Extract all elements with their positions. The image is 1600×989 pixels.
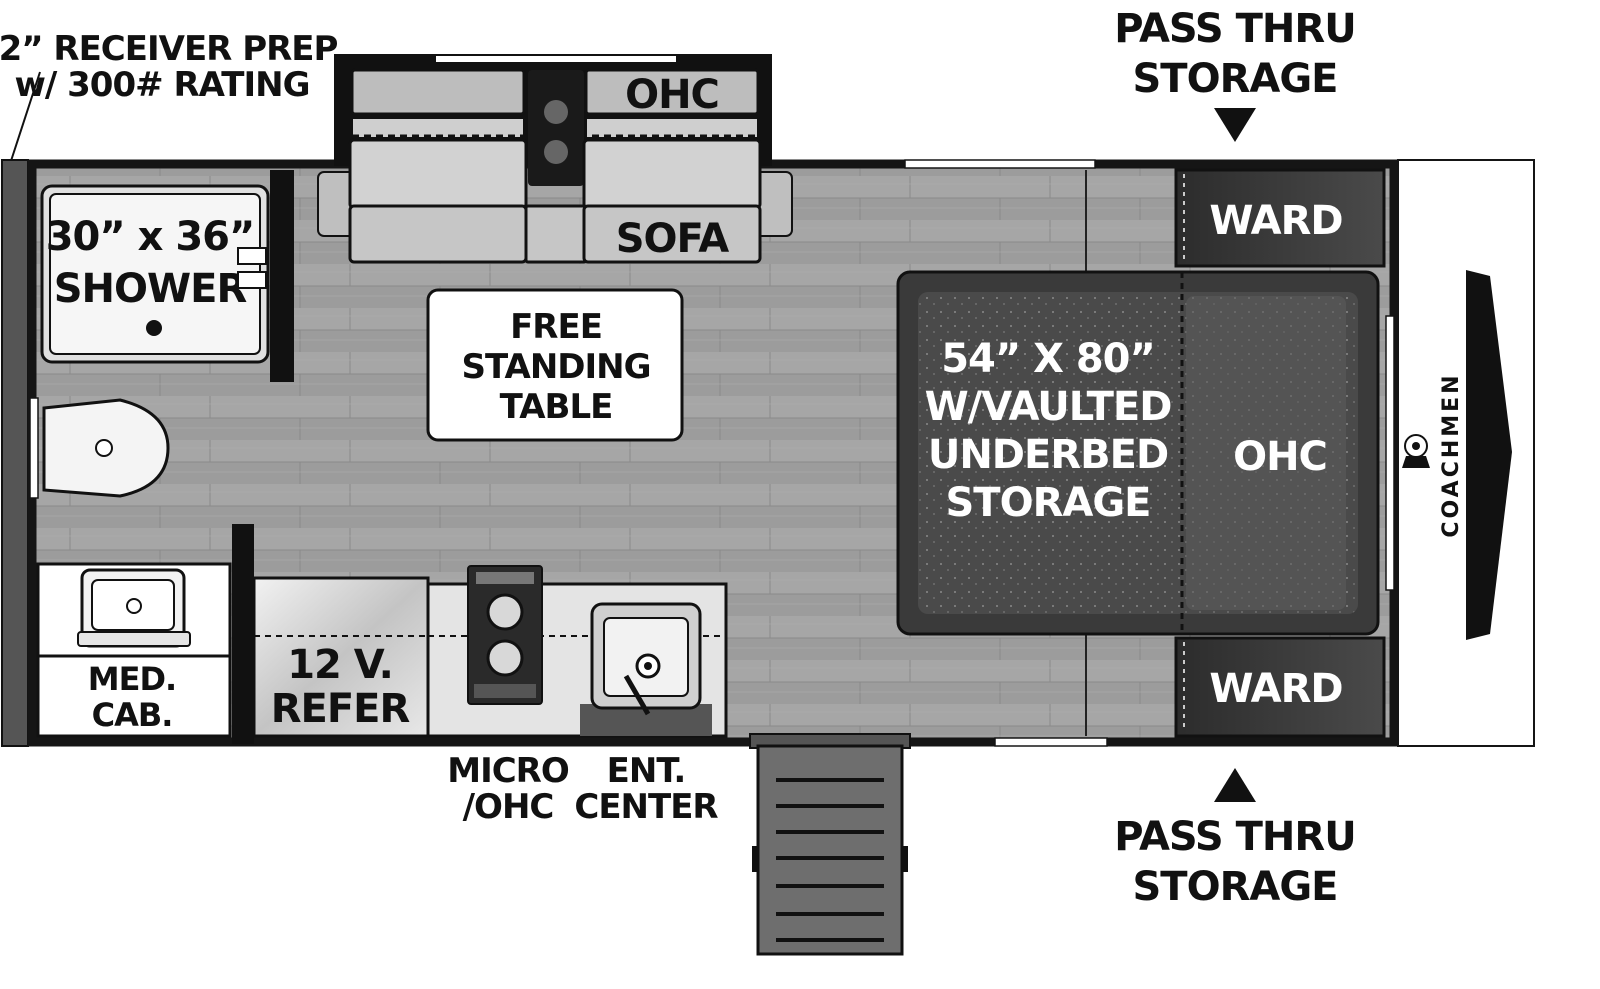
drain-icon xyxy=(146,320,162,336)
wardrobe-top xyxy=(1174,168,1386,268)
toilet xyxy=(42,398,170,498)
window-front xyxy=(1385,315,1395,591)
sofa xyxy=(317,138,793,264)
hitch-label-line1: 2” RECEIVER PREP xyxy=(0,29,338,69)
burner-icon xyxy=(486,593,524,631)
kitchen-sink xyxy=(580,602,712,736)
bed-label-line1: 54” X 80” xyxy=(941,336,1155,382)
wardrobe-bottom xyxy=(1174,636,1386,738)
storage-bottom-label-line2: STORAGE xyxy=(1132,864,1337,910)
sofa-label: SOFA xyxy=(616,216,730,262)
slideout-window xyxy=(436,56,676,62)
burner-icon xyxy=(486,639,524,677)
brand-logo-text: COACHMEN xyxy=(1439,372,1464,537)
storage-top-label-line1: PASS THRU xyxy=(1114,6,1355,52)
free-standing-table xyxy=(426,288,684,442)
faucet-icon xyxy=(623,674,651,716)
rear-bumper xyxy=(1,159,29,747)
bed-label-line2: W/VAULTED xyxy=(925,384,1172,430)
coachmen-logo-icon xyxy=(1402,434,1430,468)
refrigerator xyxy=(252,576,430,738)
overhead-cabinets-front xyxy=(350,68,760,139)
micro-label-line2: /OHC xyxy=(463,787,554,827)
shower-label: SHOWER xyxy=(54,266,247,312)
refer-label-line1: 12 V. xyxy=(287,642,393,688)
hitch-leader-line xyxy=(9,71,41,165)
storage-arrow-up-icon xyxy=(1214,768,1256,802)
hitch-label-line2: w/ 300# RATING xyxy=(14,65,309,105)
window-rear xyxy=(29,397,39,499)
storage-arrow-down-icon xyxy=(1214,108,1256,142)
refer-label-line2: REFER xyxy=(271,686,410,732)
ent-center-label-line2: CENTER xyxy=(574,787,718,827)
bed-label-line4: STORAGE xyxy=(945,480,1150,526)
ent-center-label-line1: ENT. xyxy=(607,751,686,791)
bath-sink xyxy=(77,568,191,648)
table-label-line1: FREE xyxy=(510,307,602,347)
med-cab-label-line1: MED. xyxy=(88,660,176,698)
window-bottom xyxy=(994,737,1108,747)
entry-steps xyxy=(749,733,911,956)
window-top xyxy=(904,159,1096,169)
storage-top-label-line2: STORAGE xyxy=(1132,56,1337,102)
tongue-shape xyxy=(1466,270,1512,640)
ward-top-label: WARD xyxy=(1209,198,1342,244)
ohc-front-label: OHC xyxy=(625,72,719,118)
shower-size-label: 30” x 36” xyxy=(46,214,255,260)
bed xyxy=(896,270,1380,636)
bed-label-line3: UNDERBED xyxy=(928,432,1168,478)
ohc-bed-label: OHC xyxy=(1233,434,1327,480)
table-label-line3: TABLE xyxy=(500,387,613,427)
micro-label-line1: MICRO xyxy=(447,751,569,791)
table-label-line2: STANDING xyxy=(461,347,650,387)
ward-bottom-label: WARD xyxy=(1209,666,1342,712)
speaker-unit xyxy=(528,70,584,186)
cooktop xyxy=(467,565,543,705)
bath-partition-upper xyxy=(270,170,294,382)
med-cab-label-line2: CAB. xyxy=(92,696,173,734)
bath-partition-lower xyxy=(232,524,254,744)
storage-bottom-label-line1: PASS THRU xyxy=(1114,814,1355,860)
shower xyxy=(40,184,270,364)
shower-valve-icon xyxy=(237,247,267,289)
